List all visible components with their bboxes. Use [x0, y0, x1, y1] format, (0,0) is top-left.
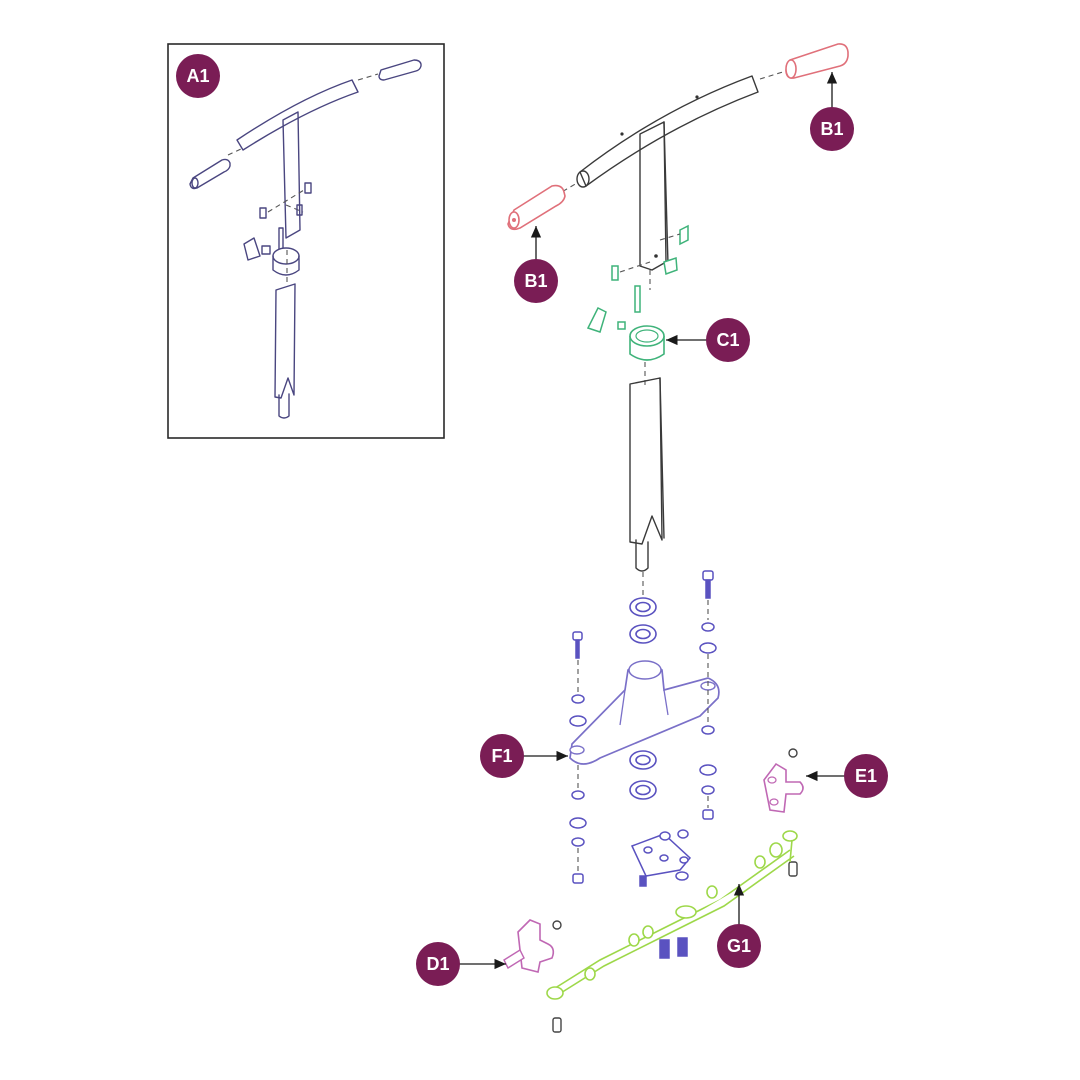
callout-badge-f1: F1: [480, 734, 524, 778]
callout-label-d1: D1: [426, 954, 449, 974]
hardware-stack-right: [699, 570, 717, 820]
folding-clamp-parts: [586, 224, 689, 361]
lower-stem-tube: [629, 377, 665, 572]
callout-badge-e1: E1: [844, 754, 888, 798]
headset-bearings: [629, 597, 657, 800]
callout-badge-a1: A1: [176, 54, 220, 98]
main-handlebar: [554, 70, 787, 197]
steering-fork: [569, 660, 720, 765]
callout-badge-g1: G1: [717, 924, 761, 968]
inset-grip-right: [378, 59, 422, 81]
steering-knuckle-right: [763, 748, 804, 877]
callout-label-e1: E1: [855, 766, 877, 786]
callout-label-c1: C1: [716, 330, 739, 350]
inset-grip-left: [189, 158, 231, 190]
tie-rod-bracket: [630, 829, 692, 959]
inset-stem-lower: [274, 283, 296, 399]
inset-stem-upper: [282, 111, 301, 239]
handle-grip-left: [507, 184, 566, 231]
callout-label-g1: G1: [727, 936, 751, 956]
callout-badge-b1-right: B1: [810, 107, 854, 151]
upper-stem-tube: [639, 121, 669, 271]
callout-badge-c1: C1: [706, 318, 750, 362]
inset-frame: [167, 43, 445, 439]
leader-lines: [458, 72, 846, 970]
callout-label-b1-right: B1: [820, 119, 843, 139]
callout-label-f1: F1: [491, 746, 512, 766]
inset-assembly-view: [167, 43, 445, 439]
hardware-stack-left: [569, 631, 587, 884]
steering-knuckle-left: [503, 919, 562, 1033]
callout-badge-d1: D1: [416, 942, 460, 986]
callout-label-a1: A1: [186, 66, 209, 86]
callout-badge-b1-left: B1: [514, 259, 558, 303]
handle-grip-right: [785, 43, 849, 79]
inset-clamp: [243, 237, 300, 276]
inset-handlebar: [236, 79, 359, 151]
callout-label-b1-left: B1: [524, 271, 547, 291]
